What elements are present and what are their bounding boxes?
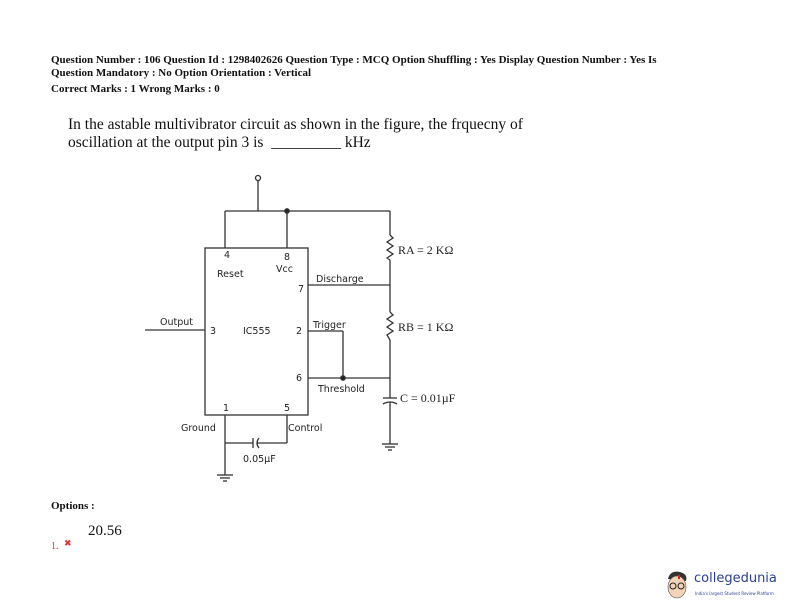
option-1-number: 1. (51, 541, 59, 552)
logo-name: collegedunia (694, 571, 777, 586)
question-meta-line1: Question Number : 106 Question Id : 1298… (51, 54, 657, 66)
control-label: Control (288, 423, 322, 434)
output-label: Output (160, 317, 193, 328)
pin5-label: 5 (284, 403, 290, 414)
c-label: C = 0.01µF (400, 391, 456, 405)
marks-info: Correct Marks : 1 Wrong Marks : 0 (51, 83, 220, 95)
mascot-icon (667, 571, 687, 599)
pin8-label: 8 (284, 252, 290, 263)
pin6-label: 6 (296, 373, 302, 384)
ground-label: Ground (181, 423, 216, 434)
wrong-mark-icon: ✖ (64, 538, 72, 548)
question-text-line2: oscillation at the output pin 3 is _____… (68, 134, 371, 151)
pin2-label: 2 (296, 326, 302, 337)
ic-label: IC555 (243, 326, 271, 337)
reset-label: Reset (217, 269, 244, 280)
pin4-label: 4 (224, 250, 230, 261)
pin7-label: 7 (298, 284, 304, 295)
question-text-line1: In the astable multivibrator circuit as … (68, 116, 523, 133)
control-cap-label: 0.05µF (243, 454, 276, 465)
collegedunia-logo: collegedunia India's largest Student Rev… (664, 567, 789, 607)
option-1-value[interactable]: 20.56 (88, 523, 122, 539)
pin3-label: 3 (210, 326, 216, 337)
trigger-label: Trigger (312, 320, 346, 331)
logo-tagline: India's largest Student Review Platform (695, 591, 774, 596)
vcc-label: Vcc (276, 264, 293, 275)
threshold-label: Threshold (317, 384, 365, 395)
rb-label: RB = 1 KΩ (398, 320, 453, 334)
options-heading: Options : (51, 500, 95, 512)
discharge-label: Discharge (316, 274, 364, 285)
pin1-label: 1 (223, 403, 229, 414)
question-meta-line2: Question Mandatory : No Option Orientati… (51, 67, 312, 79)
ra-label: RA = 2 KΩ (398, 243, 453, 257)
